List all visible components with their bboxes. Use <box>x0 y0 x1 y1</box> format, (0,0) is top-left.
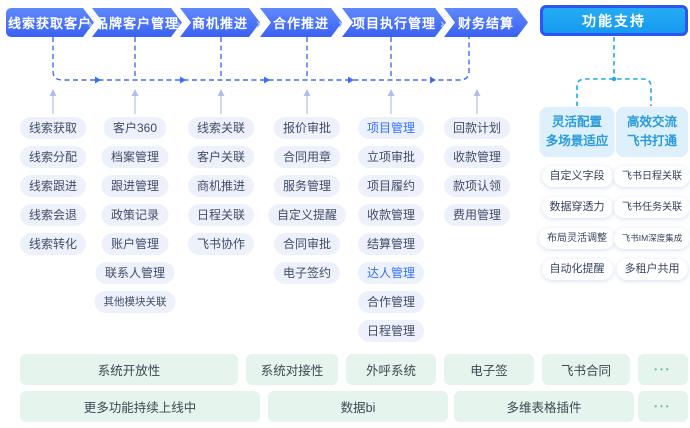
feature-pill[interactable]: 合作管理 <box>357 291 425 313</box>
capability-box[interactable]: 外呼系统 <box>346 354 436 385</box>
feature-pill[interactable]: 结算管理 <box>357 233 425 255</box>
support-feature-pill[interactable]: 飞书任务关联 <box>613 197 690 218</box>
support-connector-junction-dot <box>611 76 617 82</box>
feature-pill[interactable]: 飞书协作 <box>187 233 255 255</box>
feature-pill[interactable]: 联系人管理 <box>95 262 174 284</box>
flow-arrowheads <box>95 76 436 84</box>
feature-pill[interactable]: 回款计划 <box>443 117 511 139</box>
feature-column-6: 回款计划收款管理款项认领费用管理 <box>443 117 511 226</box>
more-options-dots[interactable]: ••• <box>638 391 688 422</box>
flow-stage-5[interactable]: 项目执行管理 <box>342 8 446 37</box>
support-feature-pill[interactable]: 布局灵活调整 <box>539 228 615 249</box>
feature-column-1: 线索获取线索分配线索跟进线索会退线索转化 <box>19 117 87 255</box>
flow-separator-chevron-icon: › <box>256 14 261 31</box>
flow-stage-2[interactable]: 品牌客户管理 <box>92 8 182 37</box>
column-tick-arrows <box>49 89 481 114</box>
feature-pill[interactable]: 线索会退 <box>19 204 87 226</box>
support-group-title-line: 飞书打通 <box>626 134 677 148</box>
feature-pill[interactable]: 线索分配 <box>19 146 87 168</box>
capability-box[interactable]: 系统开放性 <box>20 354 238 385</box>
feature-pill[interactable]: 商机推进 <box>187 175 255 197</box>
flow-separator-chevron-icon: › <box>440 14 445 31</box>
flow-stage-3[interactable]: 商机推进 <box>180 8 260 37</box>
support-button[interactable]: 功能支持 <box>540 5 688 36</box>
feature-column-2: 客户360 档案管理跟进管理政策记录账户管理联系人管理其他模块关联 <box>94 117 176 313</box>
feature-pill[interactable]: 线索关联 <box>187 117 255 139</box>
feature-pill[interactable]: 自定义提醒 <box>267 204 347 226</box>
feature-column-3: 线索关联客户关联商机推进日程关联飞书协作 <box>187 117 255 255</box>
capability-box[interactable]: 系统对接性 <box>246 354 338 385</box>
feature-pill[interactable]: 客户关联 <box>187 146 255 168</box>
flow-separator-chevron-icon: › <box>88 14 93 31</box>
feature-pill[interactable]: 电子签约 <box>273 262 341 284</box>
support-group-items-2: 飞书日程关联飞书任务关联飞书IM深度集成多租户共用 <box>613 166 690 280</box>
capability-box[interactable]: 更多功能持续上线中 <box>20 391 260 422</box>
feature-pill[interactable]: 账户管理 <box>101 233 168 255</box>
support-group-title-line: 高效交流 <box>626 115 677 130</box>
feature-pill[interactable]: 服务管理 <box>273 175 341 197</box>
flow-separator-chevron-icon: › <box>176 14 181 31</box>
feature-pill[interactable]: 达人管理 <box>357 262 425 284</box>
feature-pill[interactable]: 费用管理 <box>443 204 511 226</box>
feature-pill[interactable]: 报价审批 <box>273 117 341 139</box>
feature-pill[interactable]: 日程关联 <box>187 204 255 226</box>
support-feature-pill[interactable]: 飞书IM深度集成 <box>613 228 690 249</box>
support-group-title-1: 灵活配置多场景适应 <box>539 107 615 157</box>
capability-box[interactable]: 多维表格插件 <box>454 391 634 422</box>
support-feature-pill[interactable]: 飞书日程关联 <box>613 166 690 187</box>
feature-pill[interactable]: 线索获取 <box>19 117 87 139</box>
capability-box[interactable]: 数据bi <box>268 391 448 422</box>
feature-pill[interactable]: 其他模块关联 <box>94 291 176 313</box>
support-feature-pill[interactable]: 自定义字段 <box>541 166 613 187</box>
feature-pill[interactable]: 线索转化 <box>19 233 87 255</box>
blue-flow-connectors <box>52 37 470 81</box>
flow-stage-4[interactable]: 合作推进 <box>260 8 342 37</box>
feature-pill[interactable]: 档案管理 <box>101 146 168 168</box>
flow-separator-chevron-icon: › <box>338 14 343 31</box>
feature-pill[interactable]: 合同审批 <box>273 233 341 255</box>
feature-pill[interactable]: 款项认领 <box>443 175 511 197</box>
support-group-title-line: 多场景适应 <box>545 134 609 148</box>
feature-pill[interactable]: 项目履约 <box>357 175 425 197</box>
feature-pill[interactable]: 客户360 <box>103 117 167 139</box>
feature-pill[interactable]: 跟进管理 <box>101 175 168 197</box>
feature-pill[interactable]: 合同用章 <box>273 146 341 168</box>
capability-box[interactable]: 电子签 <box>444 354 534 385</box>
flow-stage-6[interactable]: 财务结算 <box>444 8 528 37</box>
flow-stage-1[interactable]: 线索获取客户 <box>6 8 94 37</box>
feature-pill[interactable]: 收款管理 <box>357 204 425 226</box>
feature-pill[interactable]: 政策记录 <box>101 204 168 226</box>
cyan-support-connectors <box>576 37 652 106</box>
feature-pill[interactable]: 项目管理 <box>357 117 425 139</box>
support-feature-pill[interactable]: 自动化提醒 <box>541 259 613 280</box>
more-options-dots[interactable]: ••• <box>638 354 688 385</box>
feature-pill[interactable]: 立项审批 <box>357 146 425 168</box>
feature-column-4: 报价审批合同用章服务管理自定义提醒合同审批电子签约 <box>267 117 347 284</box>
support-group-title-line: 灵活配置 <box>551 115 602 130</box>
feature-pill[interactable]: 日程管理 <box>357 320 425 342</box>
feature-pill[interactable]: 线索跟进 <box>19 175 87 197</box>
support-feature-pill[interactable]: 多租户共用 <box>616 259 688 280</box>
feature-pill[interactable]: 收款管理 <box>443 146 511 168</box>
capability-box[interactable]: 飞书合同 <box>542 354 630 385</box>
support-group-items-1: 自定义字段数据穿透力布局灵活调整自动化提醒 <box>539 166 615 280</box>
support-group-title-2: 高效交流飞书打通 <box>616 107 688 157</box>
support-feature-pill[interactable]: 数据穿透力 <box>541 197 613 218</box>
feature-column-5: 项目管理立项审批项目履约收款管理结算管理达人管理合作管理日程管理 <box>357 117 425 342</box>
